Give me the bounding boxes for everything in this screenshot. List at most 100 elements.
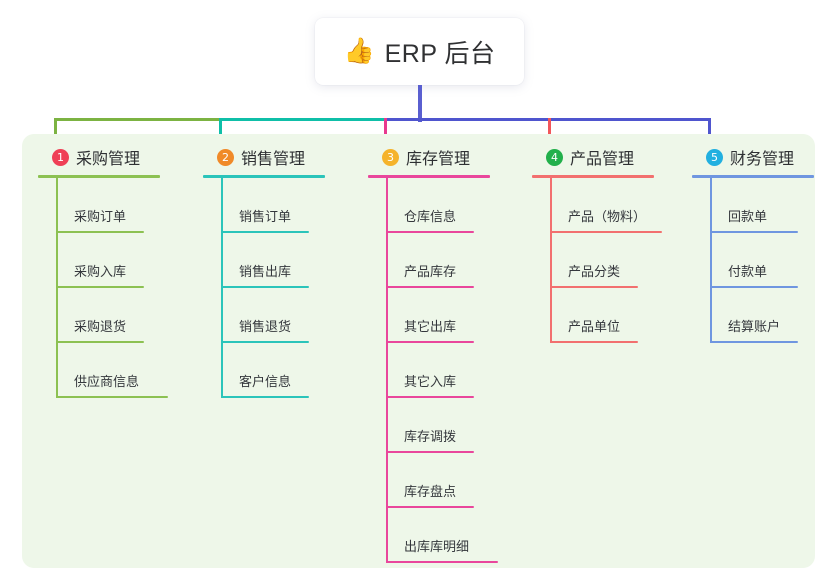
category-item[interactable]: 其它入库 <box>386 343 518 398</box>
category-title: 库存管理 <box>406 151 471 168</box>
category-item[interactable]: 出库库明细 <box>386 508 518 563</box>
category-item-label: 供应商信息 <box>74 374 140 389</box>
category-item[interactable]: 回款单 <box>710 178 839 233</box>
connector-drop <box>708 118 711 146</box>
category-item-label: 采购入库 <box>74 264 127 279</box>
connector-drop <box>54 118 57 146</box>
category-item-underline <box>386 561 498 563</box>
category-item[interactable]: 其它出库 <box>386 288 518 343</box>
category-item-label: 回款单 <box>728 209 768 224</box>
category-header[interactable]: 3 库存管理 <box>368 144 518 170</box>
category-item[interactable]: 产品（物料） <box>550 178 682 233</box>
category-item[interactable]: 供应商信息 <box>56 343 188 398</box>
category-item-label: 结算账户 <box>728 319 781 334</box>
category-item-underline <box>386 451 474 453</box>
category-item-underline <box>56 286 144 288</box>
category-item-label: 出库库明细 <box>404 539 470 554</box>
category-item-underline <box>56 231 144 233</box>
connector-drop <box>548 118 551 146</box>
category-item-label: 仓库信息 <box>404 209 457 224</box>
category-item-underline <box>550 231 662 233</box>
category-index-badge: 3 <box>382 148 399 166</box>
connector-bus-segment <box>54 118 222 121</box>
category-item[interactable]: 销售订单 <box>221 178 353 233</box>
connector-drop <box>219 118 222 146</box>
category-item[interactable]: 采购入库 <box>56 233 188 288</box>
category-item[interactable]: 仓库信息 <box>386 178 518 233</box>
category-title: 财务管理 <box>730 151 795 168</box>
category-column-1: 1 采购管理采购订单采购入库采购退货供应商信息 <box>38 144 188 398</box>
category-item-label: 产品单位 <box>568 319 621 334</box>
category-item[interactable]: 产品分类 <box>550 233 682 288</box>
category-item-underline <box>386 506 474 508</box>
category-spine <box>221 178 223 398</box>
category-header[interactable]: 1 采购管理 <box>38 144 188 170</box>
category-item-underline <box>386 286 474 288</box>
category-underline <box>368 175 490 178</box>
category-item[interactable]: 产品库存 <box>386 233 518 288</box>
category-item-underline <box>710 286 798 288</box>
category-index-badge: 1 <box>52 148 69 166</box>
category-item-list: 回款单付款单结算账户 <box>710 178 839 343</box>
category-title: 产品管理 <box>570 151 635 168</box>
category-header[interactable]: 4 产品管理 <box>532 144 682 170</box>
category-underline <box>203 175 325 178</box>
category-item[interactable]: 产品单位 <box>550 288 682 343</box>
category-underline <box>38 175 160 178</box>
category-item-underline <box>550 341 638 343</box>
category-item-underline <box>710 341 798 343</box>
category-item-underline <box>221 396 309 398</box>
category-item[interactable]: 付款单 <box>710 233 839 288</box>
category-item-underline <box>221 286 309 288</box>
diagram-panel <box>22 134 815 568</box>
category-title: 销售管理 <box>241 151 306 168</box>
category-title: 采购管理 <box>76 151 141 168</box>
category-item[interactable]: 采购退货 <box>56 288 188 343</box>
thumbs-up-icon: 👍 <box>343 37 375 65</box>
category-item-label: 库存盘点 <box>404 484 457 499</box>
category-item-underline <box>386 231 474 233</box>
category-item-label: 采购订单 <box>74 209 127 224</box>
category-item[interactable]: 结算账户 <box>710 288 839 343</box>
category-item-label: 销售出库 <box>239 264 292 279</box>
connector-drop <box>384 118 387 146</box>
category-item-list: 仓库信息产品库存其它出库其它入库库存调拨库存盘点出库库明细 <box>386 178 518 563</box>
category-item[interactable]: 采购订单 <box>56 178 188 233</box>
category-index-badge: 4 <box>546 148 563 166</box>
category-item-label: 销售订单 <box>239 209 292 224</box>
category-item-underline <box>386 341 474 343</box>
category-item-label: 产品库存 <box>404 264 457 279</box>
category-item-list: 产品（物料） 产品分类产品单位 <box>550 178 682 343</box>
category-item-underline <box>221 341 309 343</box>
category-item-label: 产品分类 <box>568 264 621 279</box>
category-item-underline <box>56 396 168 398</box>
root-node-card[interactable]: 👍 ERP 后台 <box>315 18 524 85</box>
category-item-label: 库存调拨 <box>404 429 457 444</box>
category-item[interactable]: 库存调拨 <box>386 398 518 453</box>
category-index-badge: 2 <box>217 148 234 166</box>
connector-bus-segment <box>219 118 387 121</box>
root-title: ERP 后台 <box>384 39 496 68</box>
category-item-underline <box>710 231 798 233</box>
category-item-underline <box>56 341 144 343</box>
category-item[interactable]: 销售出库 <box>221 233 353 288</box>
category-item-label: 销售退货 <box>239 319 292 334</box>
category-item-label: 付款单 <box>728 264 768 279</box>
category-item-label: 其它入库 <box>404 374 457 389</box>
category-column-4: 4 产品管理产品（物料） 产品分类产品单位 <box>532 144 682 343</box>
category-item[interactable]: 客户信息 <box>221 343 353 398</box>
category-spine <box>386 178 388 563</box>
category-item-label: 产品（物料） <box>568 209 647 224</box>
category-item-underline <box>550 286 638 288</box>
category-header[interactable]: 2 销售管理 <box>203 144 353 170</box>
category-column-2: 2 销售管理销售订单销售出库销售退货客户信息 <box>203 144 353 398</box>
category-item-list: 采购订单采购入库采购退货供应商信息 <box>56 178 188 398</box>
connector-stem <box>418 85 422 122</box>
category-spine <box>56 178 58 398</box>
category-item[interactable]: 库存盘点 <box>386 453 518 508</box>
category-item[interactable]: 销售退货 <box>221 288 353 343</box>
category-column-3: 3 库存管理仓库信息产品库存其它出库其它入库库存调拨库存盘点出库库明细 <box>368 144 518 563</box>
connector-bus-segment <box>384 118 711 121</box>
